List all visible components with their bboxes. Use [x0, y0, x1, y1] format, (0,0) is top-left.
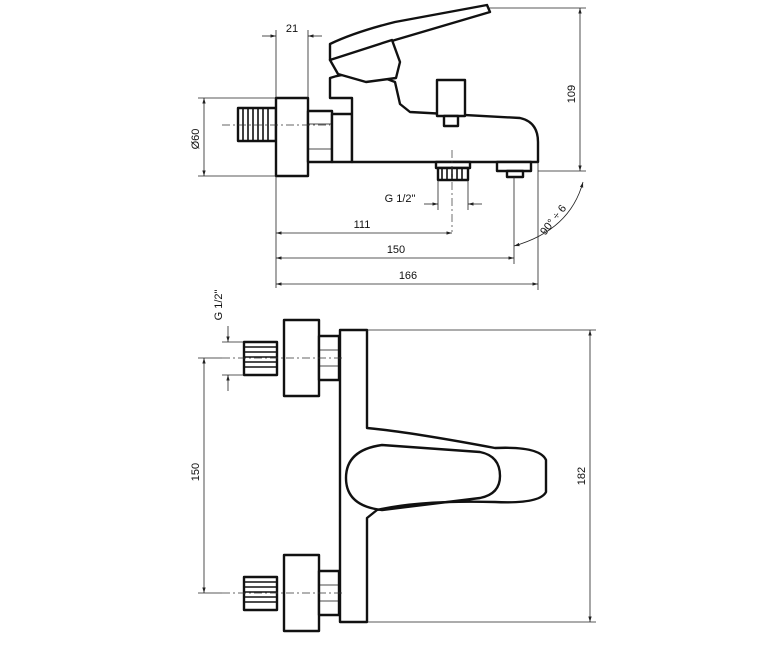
front-body	[338, 328, 548, 624]
dim-166: 166	[399, 270, 417, 282]
dim-angle: 90° ÷ 6	[538, 203, 569, 238]
side-diverter-knob	[435, 78, 467, 128]
side-nut	[306, 109, 334, 164]
dim-109: 109	[566, 85, 578, 103]
side-view: 21 109 Ø60 G 1/2" 111 150 166 90° ÷ 6	[190, 3, 586, 290]
side-inlet-thread	[236, 106, 278, 143]
dim-182: 182	[576, 467, 588, 485]
side-body	[328, 72, 540, 164]
dim-150-spacing: 150	[190, 463, 202, 481]
dim-150-top: 150	[387, 244, 405, 256]
dim-111: 111	[354, 219, 371, 231]
side-wall-rosette	[274, 96, 310, 178]
dim-21: 21	[286, 23, 298, 35]
front-lever-handle	[344, 443, 502, 512]
dim-thread-side: G 1/2"	[213, 290, 225, 321]
side-aerator	[495, 160, 533, 179]
side-shower-thread	[434, 160, 472, 182]
dim-thread-top: G 1/2"	[385, 193, 416, 205]
dim-diameter-60: Ø60	[190, 129, 202, 150]
front-view: G 1/2" 150 182	[190, 290, 596, 633]
side-collar	[330, 112, 354, 164]
